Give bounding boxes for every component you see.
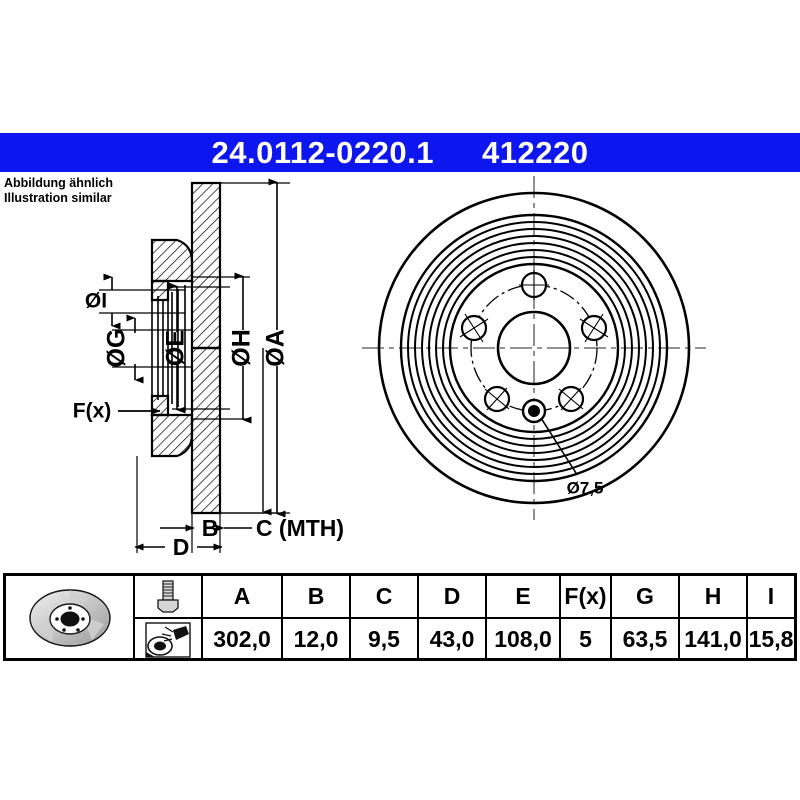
section-inner-lines	[151, 281, 193, 415]
small-hole-7-5	[521, 398, 547, 424]
dimension-oI: ØI	[85, 273, 185, 330]
table-value-C: 9,5	[349, 617, 419, 660]
spray-can-icon	[135, 619, 201, 660]
note-line-en: Illustration similar	[4, 191, 112, 205]
table-value-E: 108,0	[485, 617, 561, 660]
table-value-A: 302,0	[201, 617, 283, 660]
table-header-C: C	[349, 576, 419, 619]
brake-disc-icon	[6, 576, 133, 659]
dimension-oA: ØA	[192, 178, 290, 518]
dimension-bcd: B C (MTH) D	[134, 348, 344, 560]
dimension-label-oA: ØA	[262, 329, 290, 367]
table-header-H: H	[678, 576, 748, 619]
bolt-icon-cell	[134, 576, 203, 619]
table-header-G: G	[610, 576, 680, 619]
bolt-hole	[483, 385, 511, 413]
table-value-H: 141,0	[678, 617, 748, 660]
table-value-B: 12,0	[281, 617, 351, 660]
dimension-label-B: B	[202, 515, 219, 541]
hub-bore-circle	[496, 310, 572, 386]
section-hub-bore	[152, 299, 168, 397]
illustration-note: Abbildung ähnlich Illustration similar	[4, 176, 113, 206]
dimension-label-oE: ØE	[162, 330, 190, 366]
dimension-fx: F(x)	[73, 400, 161, 423]
dimension-oE: ØE	[162, 282, 230, 414]
part-number: 24.0112-0220.1	[211, 134, 435, 170]
header-title: 24.0112-0220.1 412220	[0, 133, 800, 172]
bolt-icon	[135, 576, 201, 617]
centerlines	[362, 176, 706, 520]
table-header-row: A B C D E F(x) G H I	[6, 576, 794, 661]
table-header-A: A	[201, 576, 283, 619]
bolt-hole	[519, 270, 549, 300]
dimension-label-oH: ØH	[228, 329, 256, 367]
bolt-hole	[459, 313, 489, 343]
bolt-hole	[557, 385, 585, 413]
table-value-G: 63,5	[610, 617, 680, 660]
bolt-pitch-circle	[470, 284, 598, 412]
header-bar: 24.0112-0220.1 412220	[0, 133, 800, 172]
dimension-oG: ØG	[103, 314, 192, 384]
table-header-I: I	[746, 576, 794, 619]
table-value-D: 43,0	[417, 617, 487, 660]
friction-ring-grooves	[399, 213, 669, 483]
dimension-label-fx: F(x)	[73, 400, 112, 423]
note-line-de: Abbildung ähnlich	[4, 176, 114, 190]
table-header-E: E	[485, 576, 561, 619]
dimension-label-D: D	[173, 534, 190, 560]
hole-leader-line	[540, 417, 577, 474]
bolt-hole	[579, 313, 609, 343]
specification-table: A B C D E F(x) G H I	[3, 573, 797, 661]
article-number: 412220	[482, 134, 589, 170]
table-value-row: 302,0 12,0 9,5 43,0 108,0 5 63,5 141,0 1…	[6, 617, 794, 660]
hole-callout-label: Ø7,5	[567, 478, 604, 497]
table-value-Fx: 5	[559, 617, 612, 660]
dimension-label-C: C (MTH)	[256, 515, 344, 541]
section-body-upper	[150, 181, 222, 350]
cross-section-view: ØI ØG ØE	[73, 178, 344, 560]
dimension-label-oG: ØG	[103, 329, 131, 368]
disc-illustration-cell	[6, 576, 135, 661]
table-header-Fx: F(x)	[559, 576, 612, 619]
dimension-label-oI: ØI	[85, 290, 107, 313]
dimension-oH: ØH	[192, 272, 256, 424]
table-header-D: D	[417, 576, 487, 619]
bolt-holes	[459, 270, 609, 413]
spray-icon-cell	[134, 617, 203, 660]
disc-outer-circle	[377, 191, 691, 505]
face-view: Ø7,5	[362, 176, 706, 520]
table-header-B: B	[281, 576, 351, 619]
table-value-I: 15,8	[746, 617, 794, 660]
